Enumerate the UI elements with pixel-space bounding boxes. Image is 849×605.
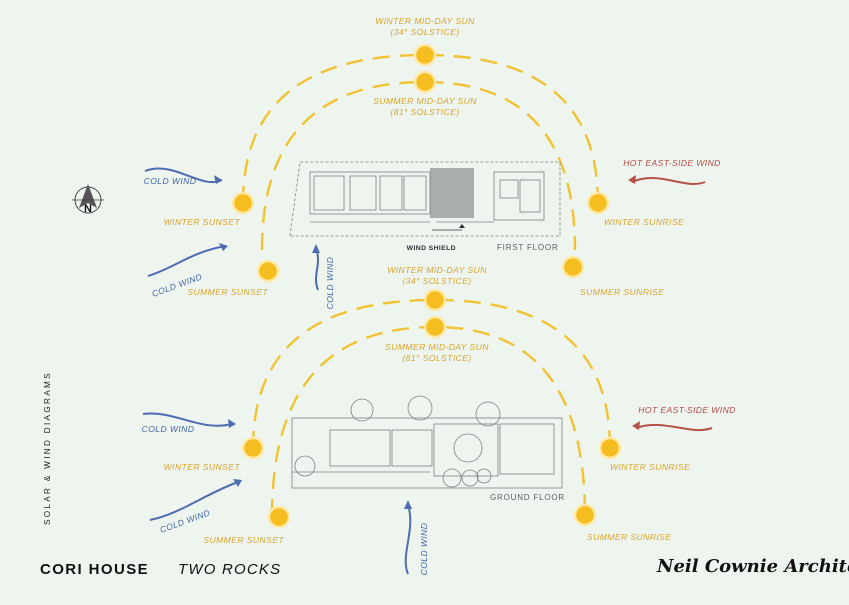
north-compass-icon: N [72,184,104,215]
winter-midday-label: WINTER MID-DAY SUN [375,16,475,26]
cold-wind-arrow-3 [315,247,319,291]
cold-wind-label-1: COLD WIND [144,176,197,186]
summer-midday-angle: (81° SOLSTICE) [390,107,459,117]
summer-midday-label: SUMMER MID-DAY SUN [373,96,477,106]
summer-sunset-label-ground: SUMMER SUNSET [203,535,284,545]
summer-sunrise-sun [561,255,585,279]
winter-sunrise-sun [586,191,610,215]
cold-wind-label-ground-1: COLD WIND [142,424,195,434]
hot-wind-label: HOT EAST-SIDE WIND [623,158,721,168]
cold-wind-label-ground-3: COLD WIND [419,523,429,576]
cold-wind-arrow-2 [147,245,227,277]
winter-sun-path-ground [251,298,612,449]
winter-sun-path [241,53,600,204]
hot-wind-arrow [631,177,706,185]
summer-sun-path [260,80,577,251]
winter-sunset-label-ground: WINTER SUNSET [164,462,241,472]
hot-wind-arrow-ground [635,423,713,432]
ground-floor-diagram: WINTER MID-DAY SUN (34° SOLSTICE) SUMMER… [142,265,736,575]
summer-sunset-label: SUMMER SUNSET [187,287,268,297]
first-floor-label: FIRST FLOOR [497,243,559,252]
first-floor-plan [289,161,561,237]
ground-floor-label: GROUND FLOOR [490,493,565,502]
summer-sunset-sun-ground [267,505,291,529]
winter-midday-sun-ground [423,288,447,312]
summer-sunset-sun [256,259,280,283]
cold-wind-arrow-1 [144,167,223,183]
winter-midday-angle: (34° SOLSTICE) [390,27,459,37]
summer-midday-sun-ground [423,315,447,339]
winter-sunset-sun-ground [241,436,265,460]
cold-wind-arrow-ground-1 [142,412,233,427]
architect-signature: Neil Cownie Architect [656,556,849,577]
winter-sunrise-label-ground: WINTER SUNRISE [610,462,690,472]
summer-midday-sun [413,70,437,94]
side-label: SOLAR & WIND DIAGRAMS [43,371,52,525]
cold-wind-label-3: COLD WIND [325,257,335,310]
cold-wind-label-ground-2: COLD WIND [158,507,211,534]
winter-sunrise-label: WINTER SUNRISE [604,217,684,227]
winter-sunrise-sun-ground [598,436,622,460]
hot-wind-label-ground: HOT EAST-SIDE WIND [638,405,736,415]
winter-midday-angle-ground: (34° SOLSTICE) [402,276,471,286]
summer-sunrise-label: SUMMER SUNRISE [580,287,664,297]
winter-sunset-label: WINTER SUNSET [164,217,241,227]
ground-floor-plan [291,395,563,489]
wind-shield-label: WIND SHIELD [407,245,456,252]
winter-midday-sun [413,43,437,67]
summer-midday-label-ground: SUMMER MID-DAY SUN [385,342,489,352]
project-location: TWO ROCKS [178,561,281,578]
winter-sunset-sun [231,191,255,215]
cold-wind-arrow-ground-3 [404,504,412,575]
project-title: CORI HOUSE [40,561,149,578]
winter-midday-label-ground: WINTER MID-DAY SUN [387,265,487,275]
cold-wind-arrow-ground-2 [149,481,239,521]
summer-sunrise-sun-ground [573,503,597,527]
summer-midday-angle-ground: (81° SOLSTICE) [402,353,471,363]
summer-sunrise-label-ground: SUMMER SUNRISE [587,532,671,542]
north-letter: N [84,203,92,215]
